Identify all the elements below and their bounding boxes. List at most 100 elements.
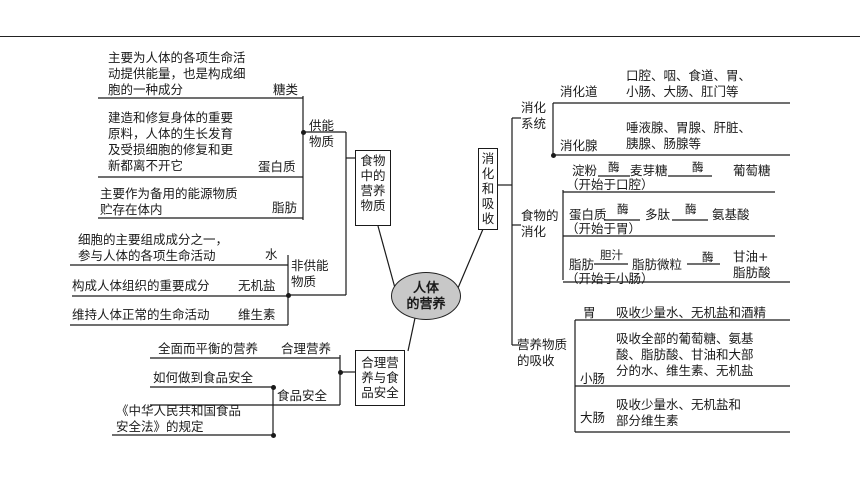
protein-digest-mid: 多肽 [645, 207, 671, 222]
sugar-desc-line: 动提供能量，也是构成细 [108, 66, 246, 81]
glands-desc-line: 胰腺、肠腺等 [626, 136, 702, 151]
protein-digest-start: 蛋白质 [569, 207, 607, 222]
sugar-desc: 主要为人体的各项生命活 动提供能量，也是构成细 胞的一种成分 [108, 50, 246, 98]
absorption-label: 营养物质 的吸收 [517, 337, 567, 369]
sugar-label: 糖类 [273, 82, 299, 97]
fat-digest-end-line: 脂肪酸 [733, 265, 771, 280]
safety-box-line: 养与食 [361, 370, 399, 385]
food-safety-desc-2: 《中华人民共和国食品 安全法》的规定 [116, 403, 241, 435]
fat-desc-line: 贮存在体内 [100, 202, 163, 217]
starch-start: 淀粉 [572, 163, 598, 178]
digest-box-line: 收 [481, 211, 495, 226]
digest-box-line: 化 [481, 166, 495, 181]
water-desc-line: 细胞的主要组成成分之一， [78, 232, 229, 247]
protein-digest-note: （开始于胃） [566, 221, 642, 236]
protein-desc: 建造和修复身体的重要 原料，人体的生长发育 及受损细胞的修复和更 新都离不开它 [108, 110, 233, 174]
fat-desc-line: 主要作为备用的能源物质 [100, 186, 238, 201]
energy-label-line: 供能 [309, 118, 335, 133]
non-energy-label-line: 物质 [291, 274, 317, 289]
sugar-desc-line: 主要为人体的各项生命活 [108, 50, 246, 65]
fat-agent: 胆汁 [600, 248, 623, 262]
nutrients-box: 食物 中的 营养 物质 [355, 150, 391, 226]
glands-desc: 唾液腺、胃腺、肝脏、 胰腺、肠腺等 [626, 120, 751, 152]
glands-label: 消化腺 [560, 138, 598, 153]
protein-digest-end: 氨基酸 [712, 207, 750, 222]
large-intestine-desc-line: 部分维生素 [616, 413, 679, 428]
safety-box-line: 合理营 [361, 355, 399, 370]
fat-enzyme: 酶 [702, 250, 714, 264]
nutrients-box-line: 物质 [360, 198, 386, 213]
fat-digest-end: 甘油+ 脂肪酸 [733, 249, 771, 281]
starch-end: 葡萄糖 [733, 163, 771, 178]
node-dot [301, 130, 306, 135]
protein-enzyme-2: 酶 [685, 202, 697, 216]
digest-box: 消 化 和 吸 收 [478, 148, 498, 230]
small-intestine-desc-line: 分的水、维生素、无机盐 [616, 363, 754, 378]
sugar-desc-line: 胞的一种成分 [108, 82, 184, 97]
fat-desc: 主要作为备用的能源物质 贮存在体内 [100, 186, 238, 218]
large-intestine-desc-line: 吸收少量水、无机盐和 [616, 397, 742, 412]
small-intestine-desc-line: 酸、脂肪酸、甘油和大部 [616, 347, 754, 362]
tract-desc-line: 小肠、大肠、肛门等 [626, 84, 739, 99]
food-digestion-label-line: 食物的 [521, 208, 559, 223]
protein-desc-line: 原料，人体的生长发育 [108, 126, 234, 141]
tract-desc-line: 口腔、咽、食道、胃、 [626, 68, 752, 83]
fat-label: 脂肪 [272, 200, 298, 215]
food-digestion-label: 食物的 消化 [521, 208, 559, 240]
absorption-label-line: 的吸收 [517, 353, 555, 368]
fat-digest-mid: 脂肪微粒 [632, 257, 683, 272]
stomach-desc: 吸收少量水、无机盐和酒精 [616, 305, 767, 320]
system-label-line: 消化 [521, 100, 547, 115]
non-energy-label: 非供能 物质 [291, 258, 329, 290]
non-energy-label-line: 非供能 [291, 258, 329, 273]
food-safety-desc-line: 《中华人民共和国食品 [116, 403, 242, 418]
center-line-2: 的营养 [406, 297, 446, 312]
water-desc-line: 参与人体的各项生命活动 [78, 248, 216, 263]
protein-desc-line: 新都离不开它 [108, 158, 184, 173]
energy-label-line: 物质 [309, 134, 335, 149]
protein-enzyme-1: 酶 [617, 202, 629, 216]
food-digestion-label-line: 消化 [521, 224, 547, 239]
starch-note: （开始于口腔） [566, 177, 654, 192]
nutrients-box-line: 食物 [360, 153, 386, 168]
center-node: 人体 的营养 [391, 272, 461, 320]
starch-enzyme-1: 酶 [608, 160, 620, 174]
node-dot [338, 370, 343, 375]
mineral-desc: 构成人体组织的重要成分 [72, 278, 210, 293]
small-intestine-label: 小肠 [580, 371, 606, 386]
node-dot [271, 385, 276, 390]
starch-enzyme-2: 酶 [692, 160, 704, 174]
glands-desc-line: 唾液腺、胃腺、肝脏、 [626, 120, 752, 135]
large-intestine-desc: 吸收少量水、无机盐和 部分维生素 [616, 397, 741, 429]
large-intestine-label: 大肠 [580, 410, 606, 425]
protein-desc-line: 建造和修复身体的重要 [108, 110, 234, 125]
mineral-label: 无机盐 [238, 278, 276, 293]
food-safety-desc-1: 如何做到食品安全 [153, 370, 254, 385]
water-label: 水 [265, 247, 278, 262]
digest-box-line: 消 [481, 151, 495, 166]
system-label-line: 系统 [521, 116, 547, 131]
digest-box-line: 吸 [481, 196, 495, 211]
fat-digest-end-line: 甘油+ [733, 249, 769, 264]
node-dot [286, 293, 291, 298]
node-dot [271, 433, 276, 438]
fat-digest-start: 脂肪 [569, 257, 595, 272]
vitamin-desc: 维持人体正常的生命活动 [72, 307, 210, 322]
absorption-label-line: 营养物质 [517, 337, 568, 352]
energy-label: 供能 物质 [309, 118, 334, 150]
water-desc: 细胞的主要组成成分之一， 参与人体的各项生命活动 [78, 232, 228, 264]
system-label: 消化 系统 [521, 100, 546, 132]
starch-mid: 麦芽糖 [630, 163, 668, 178]
fat-digest-note: （开始于小肠） [566, 271, 654, 286]
nutrients-box-line: 中的 [360, 168, 386, 183]
food-safety-desc-line: 安全法》的规定 [116, 419, 204, 434]
reasonable-desc: 全面而平衡的营养 [158, 341, 259, 356]
safety-box-line: 品安全 [361, 385, 399, 400]
small-intestine-desc: 吸收全部的葡萄糖、氨基 酸、脂肪酸、甘油和大部 分的水、维生素、无机盐 [616, 331, 754, 379]
node-dot [551, 153, 556, 158]
tract-label: 消化道 [560, 84, 598, 99]
digest-box-line: 和 [481, 181, 495, 196]
center-line-1: 人体 [412, 281, 439, 296]
tract-desc: 口腔、咽、食道、胃、 小肠、大肠、肛门等 [626, 68, 751, 100]
